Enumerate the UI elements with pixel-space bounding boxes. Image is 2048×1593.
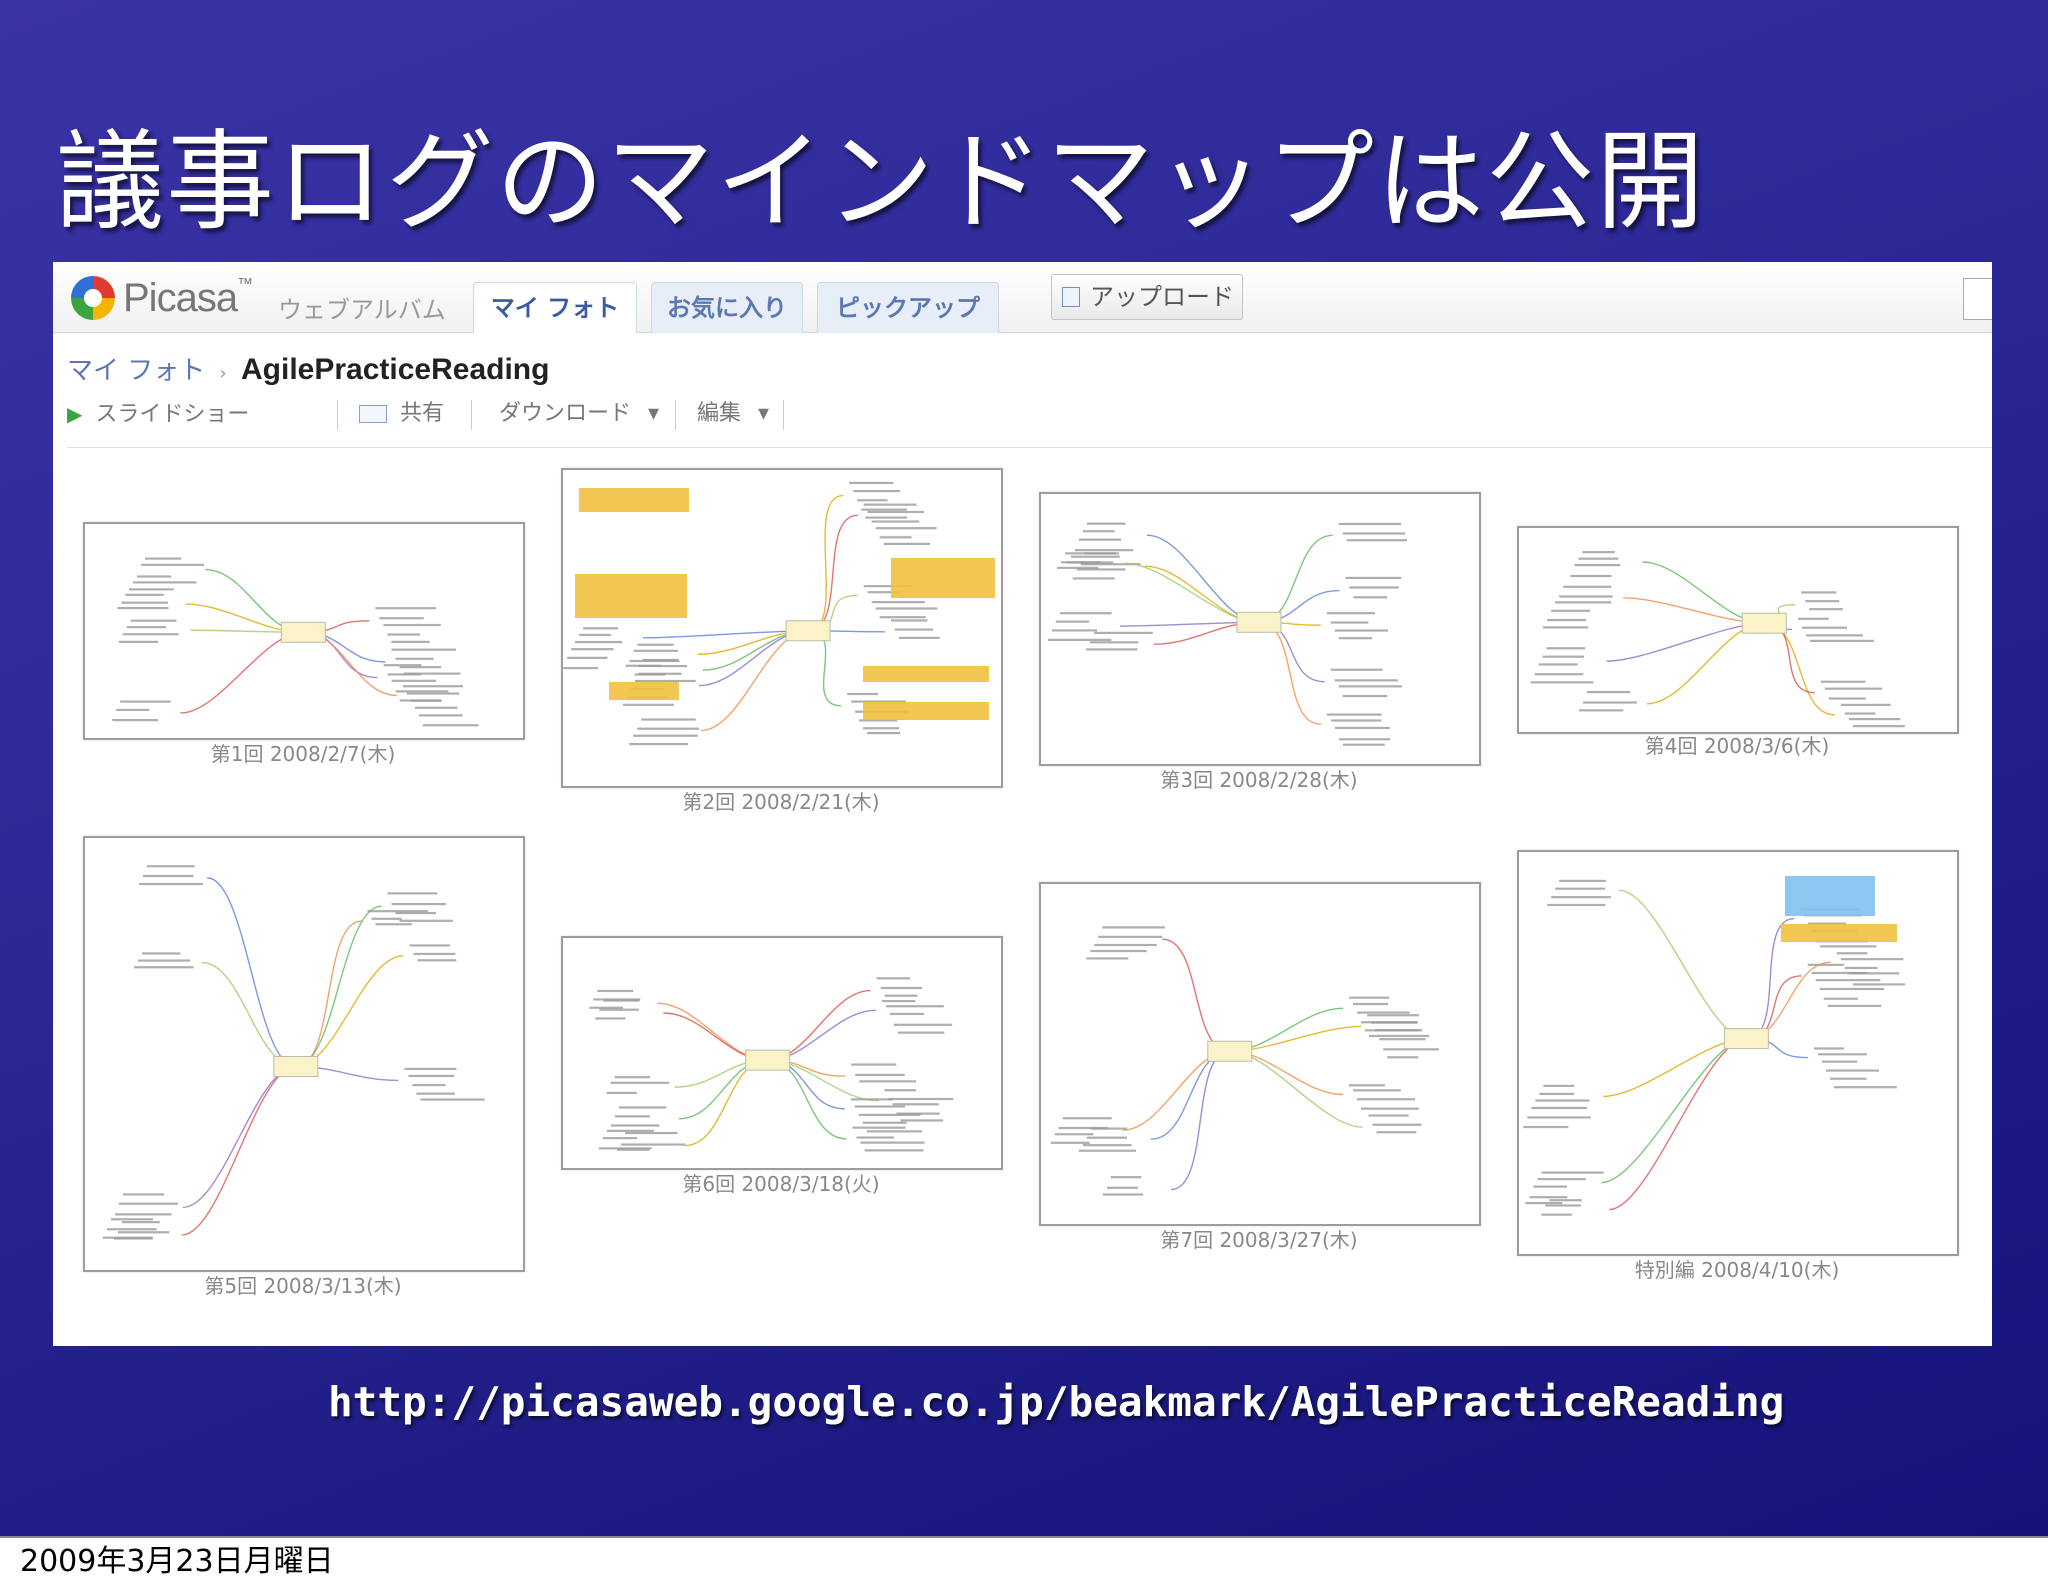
share-button[interactable]: 共有: [359, 394, 444, 434]
picasa-header: Picasa™ ウェブアルバム マイ フォト お気に入り ピックアップ アップロ…: [53, 262, 1992, 333]
picasa-logo-text[interactable]: Picasa™: [123, 276, 253, 320]
breadcrumb-root-link[interactable]: マイ フォト: [67, 356, 206, 386]
download-menu-button[interactable]: ダウンロード ▾: [499, 401, 660, 426]
photo-caption[interactable]: 特別編 2008/4/10(木): [1634, 1258, 1840, 1282]
chevron-down-icon: ▾: [758, 401, 770, 426]
album-title: AgilePracticeReading: [241, 353, 550, 386]
tab-favorites[interactable]: お気に入り: [651, 282, 803, 333]
photo-thumbnail[interactable]: [1517, 526, 1959, 734]
play-icon: ▶: [67, 402, 83, 426]
search-input[interactable]: [1963, 278, 1992, 320]
photo-caption[interactable]: 第3回 2008/2/28(木): [1160, 768, 1358, 792]
photo-thumbnail[interactable]: [1039, 882, 1481, 1226]
footer-date: 2009年3月23日月曜日: [20, 1544, 334, 1579]
chevron-down-icon: ▾: [648, 401, 660, 426]
slideshow-button[interactable]: ▶ スライドショー: [67, 402, 250, 427]
tab-picks[interactable]: ピックアップ: [817, 282, 999, 333]
toolbar-divider-line: [67, 447, 1992, 448]
toolbar-divider: [675, 400, 676, 430]
photo-caption[interactable]: 第1回 2008/2/7(木): [210, 742, 396, 766]
mindmap-image: [112, 557, 479, 727]
photo-caption[interactable]: 第4回 2008/3/6(木): [1644, 734, 1830, 758]
mindmap-image: [1530, 551, 1905, 728]
footer-divider: [0, 1536, 2048, 1538]
photo-thumbnail[interactable]: [561, 468, 1003, 788]
picasa-logo-subtitle: ウェブアルバム: [278, 296, 446, 324]
photo-caption[interactable]: 第5回 2008/3/13(木): [204, 1274, 402, 1298]
mindmap-image: [589, 977, 954, 1152]
photo-thumbnail[interactable]: [561, 936, 1003, 1170]
picasa-screenshot: Picasa™ ウェブアルバム マイ フォト お気に入り ピックアップ アップロ…: [53, 262, 1992, 1346]
mindmap-image: [563, 481, 995, 746]
photo-thumbnail[interactable]: [83, 836, 525, 1272]
photo-thumbnail[interactable]: [1517, 850, 1959, 1256]
slide-title: 議事ログのマインドマップは公開: [56, 120, 1707, 245]
photo-thumbnail[interactable]: [83, 522, 525, 740]
photo-caption[interactable]: 第6回 2008/3/18(火): [682, 1172, 880, 1196]
mindmap-image: [1523, 876, 1906, 1216]
photo-caption[interactable]: 第2回 2008/2/21(木): [682, 790, 880, 814]
picasa-logo-icon[interactable]: [67, 272, 119, 328]
toolbar-divider: [783, 400, 784, 430]
edit-menu-button[interactable]: 編集 ▾: [697, 401, 770, 426]
breadcrumb-separator: ›: [219, 363, 227, 384]
photo-caption[interactable]: 第7回 2008/3/27(木): [1160, 1228, 1358, 1252]
toolbar-divider: [471, 400, 472, 430]
photo-thumbnail[interactable]: [1039, 492, 1481, 766]
mindmap-image: [1050, 926, 1439, 1196]
upload-icon: [1062, 287, 1080, 307]
mindmap-image: [1047, 522, 1407, 746]
mindmap-image: [102, 865, 485, 1240]
album-url: http://picasaweb.google.co.jp/beakmark/A…: [328, 1378, 1785, 1426]
breadcrumb: マイ フォト › AgilePracticeReading: [67, 350, 549, 387]
toolbar-divider: [337, 400, 338, 430]
upload-button[interactable]: アップロード: [1051, 274, 1243, 320]
envelope-icon: [359, 405, 387, 423]
tab-my-photos[interactable]: マイ フォト: [473, 282, 637, 333]
slide: 議事ログのマインドマップは公開 Picasa™ ウェブアルバム マイ フォト お…: [0, 0, 2048, 1536]
